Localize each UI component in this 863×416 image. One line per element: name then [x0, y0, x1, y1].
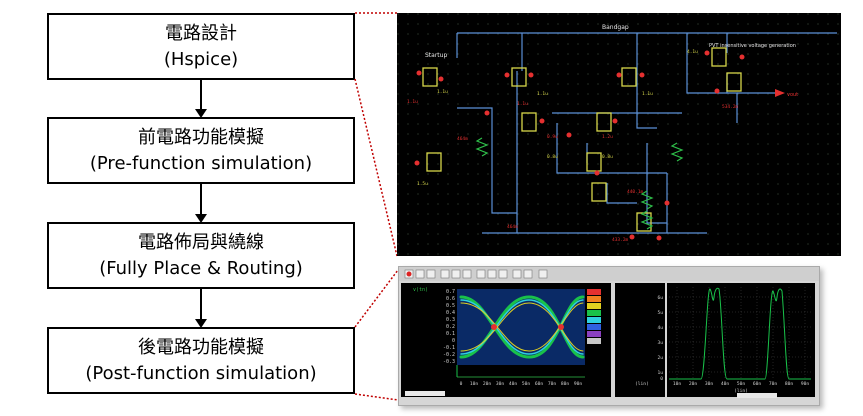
- y-tick-label: 2u: [657, 355, 663, 361]
- y-tick-label: 0: [660, 376, 663, 382]
- flow-step-design: 電路設計 (Hspice): [47, 13, 355, 80]
- svg-text:1.1u: 1.1u: [437, 89, 448, 95]
- x-tick-label: 90n: [801, 381, 810, 387]
- x-tick-label: 0: [460, 381, 463, 387]
- x-tick-label: 70n: [769, 381, 778, 387]
- y-tick-label: 3u: [657, 340, 663, 346]
- flow-step-subtitle: (Pre-function simulation): [89, 152, 313, 174]
- x-tick-label: 80n: [785, 381, 794, 387]
- y-tick-label: -0.3: [443, 359, 455, 365]
- waveform-viewer: v(tn) 0.7 0.6 0.5 0.4 0.3: [399, 267, 819, 398]
- flow-arrow: [195, 184, 207, 223]
- left-axis-label: v(tn): [413, 287, 428, 293]
- x-tick-label: 50n: [522, 381, 531, 387]
- flow-step-subtitle: (Post-function simulation): [85, 362, 317, 384]
- svg-text:1.1u: 1.1u: [407, 99, 418, 105]
- y-tick-label: -0.2: [443, 352, 455, 358]
- x-tick-label: 40n: [509, 381, 518, 387]
- svg-text:0.8u: 0.8u: [547, 154, 558, 160]
- y-tick-label: 0.7: [446, 289, 455, 295]
- svg-text:1.2u: 1.2u: [602, 134, 613, 140]
- svg-text:464m: 464m: [457, 136, 468, 142]
- connector-line: [354, 78, 398, 257]
- y-tick-label: 0.4: [446, 310, 455, 316]
- y-tick-label: 0.2: [446, 324, 455, 330]
- svg-text:440.1m: 440.1m: [627, 189, 644, 195]
- svg-text:534.2m: 534.2m: [722, 104, 739, 110]
- connector-line: [354, 393, 399, 401]
- y-tick-label: 6u: [657, 295, 663, 301]
- x-tick-label: 30n: [705, 381, 714, 387]
- x-tick-label: 60n: [753, 381, 762, 387]
- svg-text:1.1u: 1.1u: [642, 91, 653, 97]
- y-tick-label: 1u: [657, 370, 663, 376]
- x-tick-label: 40n: [721, 381, 730, 387]
- connector-line: [354, 269, 399, 328]
- x-tick-label: 20n: [483, 381, 492, 387]
- pvt-label: PVT insensitive voltage generation: [709, 43, 796, 49]
- x-tick-label: 90n: [574, 381, 583, 387]
- y-tick-label: 5u: [657, 310, 663, 316]
- x-tick-label: 10n: [470, 381, 479, 387]
- flow-step-title: 後電路功能模擬: [138, 336, 264, 358]
- waveform-panel: v(tn) 0.7 0.6 0.5 0.4 0.3: [398, 266, 820, 406]
- y-tick-label: 0.3: [446, 317, 455, 323]
- svg-text:433.2m: 433.2m: [612, 237, 629, 243]
- flow-step-layout: 電路佈局與繞線 (Fully Place & Routing): [47, 222, 355, 289]
- svg-text:0.9u: 0.9u: [547, 134, 558, 140]
- y-tick-label: 0: [452, 338, 455, 344]
- svg-text:1.1u: 1.1u: [537, 91, 548, 97]
- right-axis-label: (lin): [635, 381, 649, 387]
- svg-text:1.1u: 1.1u: [517, 101, 528, 107]
- x-tick-label: 10n: [673, 381, 682, 387]
- output-label: vout: [787, 92, 798, 98]
- y-tick-label: 0.1: [446, 331, 455, 337]
- y-tick-label: 0.6: [446, 296, 455, 302]
- flow-step-subtitle: (Fully Place & Routing): [99, 257, 303, 279]
- svg-text:464m: 464m: [507, 224, 518, 230]
- y-tick-label: 0.5: [446, 303, 455, 309]
- svg-text:1.5u: 1.5u: [417, 181, 428, 187]
- startup-label: Startup: [425, 52, 447, 59]
- flow-step-title: 電路設計: [165, 22, 237, 44]
- x-tick-label: 20n: [689, 381, 698, 387]
- svg-text:4.1u: 4.1u: [687, 49, 698, 55]
- y-tick-label: -0.1: [443, 345, 455, 351]
- x-tick-label: 80n: [561, 381, 570, 387]
- x-tick-label: 60n: [535, 381, 544, 387]
- bandgap-label: Bandgap: [602, 24, 629, 31]
- x-tick-label: 30n: [496, 381, 505, 387]
- x-tick-label: 50n: [737, 381, 746, 387]
- flow-arrow: [195, 80, 207, 118]
- flow-step-title: 前電路功能模擬: [138, 126, 264, 148]
- flow-step-pre-sim: 前電路功能模擬 (Pre-function simulation): [47, 117, 355, 184]
- flow-step-post-sim: 後電路功能模擬 (Post-function simulation): [47, 327, 355, 394]
- y-tick-label: 4u: [657, 325, 663, 331]
- x-unit-label: (lin): [734, 388, 748, 394]
- x-tick-label: 70n: [548, 381, 557, 387]
- flow-step-title: 電路佈局與繞線: [138, 231, 264, 253]
- flow-arrow: [195, 289, 207, 328]
- svg-text:0.8u: 0.8u: [602, 154, 613, 160]
- flow-step-subtitle: (Hspice): [163, 48, 239, 70]
